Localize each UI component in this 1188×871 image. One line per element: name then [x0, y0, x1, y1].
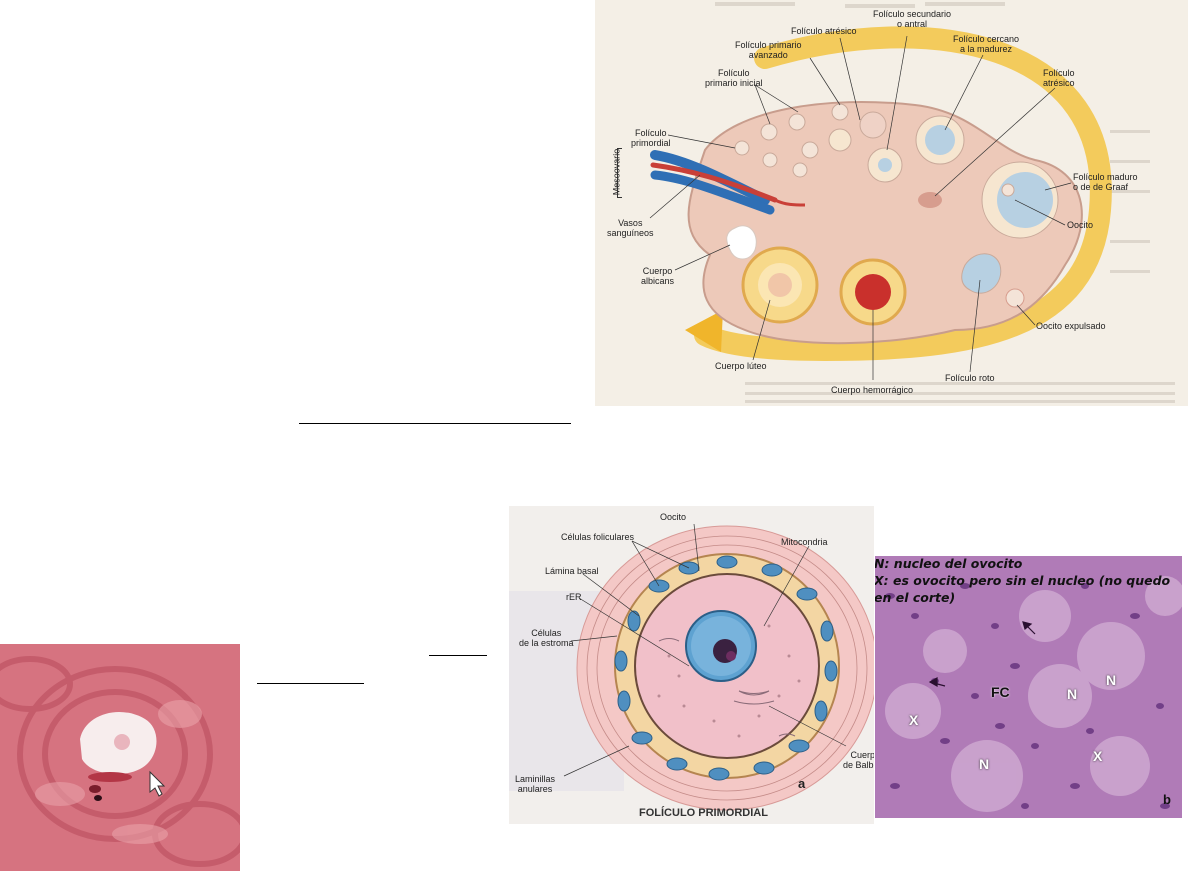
- label-foliculo-primario-avanzado: Folículo primario avanzado: [735, 40, 802, 60]
- ovary-illustration: [650, 2, 1175, 403]
- label-cuerpo-luteo: Cuerpo lúteo: [715, 361, 767, 371]
- label-foliculo-secundario: Folículo secundario o antral: [873, 9, 952, 29]
- fill-in-blank-line-short-2: [257, 683, 364, 684]
- ovary-leader-lines: [649, 35, 1072, 380]
- fill-in-blank-line: [299, 423, 571, 424]
- label-foliculo-cercano: Folículo cercano a la madurez: [953, 34, 1020, 54]
- primordial-caption: FOLÍCULO PRIMORDIAL: [639, 807, 768, 819]
- histology-micrograph: N: nucleo del ovocito X: es ovocito pero…: [875, 556, 1182, 818]
- label-foliculo-atresico-top: Folículo atrésico: [791, 26, 857, 36]
- marker-fc: FC: [991, 684, 1010, 700]
- marker-x-left: X: [909, 712, 919, 728]
- label-vasos-sanguineos: Vasos sanguíneos: [607, 218, 654, 238]
- label-oocito: Oocito: [1067, 220, 1094, 230]
- label-mitocondria: Mitocondria: [781, 537, 828, 547]
- label-oocito-expulsado: Oocito expulsado: [1036, 321, 1106, 331]
- fill-in-blank-line-short-1: [429, 655, 487, 656]
- mesoovario-bracket: [617, 148, 622, 198]
- ovary-cycle-diagram: Folículo atrésico Folículo secundario o …: [595, 0, 1188, 406]
- primordial-leader-lines: [563, 523, 847, 777]
- marker-n-center: N: [1067, 686, 1078, 702]
- label-cuerpo-balbiani: Cuerpo de Balbiani: [843, 750, 874, 770]
- marker-n-top-right: N: [1106, 672, 1117, 688]
- primordial-follicle-illustration: [509, 525, 874, 811]
- histology-note-line2: X: es ovocito pero sin el nucleo (no que…: [875, 573, 1171, 605]
- marker-n-bottom: N: [979, 756, 990, 772]
- label-cuerpo-albicans: Cuerpo albicans: [641, 266, 675, 286]
- primordial-follicle-diagram: Oocito Células foliculares Mitocondria L…: [509, 506, 874, 824]
- histology-texture: [875, 556, 1182, 818]
- label-oocito-primordial: Oocito: [660, 512, 687, 522]
- cropped-micrograph-texture: [0, 644, 240, 871]
- label-foliculo-roto: Folículo roto: [945, 373, 995, 383]
- label-foliculo-primordial: Folículo primordial: [631, 128, 671, 148]
- histology-note-line1: N: nucleo del ovocito: [875, 556, 1023, 571]
- label-lamina-basal: Lámina basal: [545, 566, 599, 576]
- label-foliculo-primario-inicial: Folículo primario inicial: [705, 68, 763, 88]
- label-laminillas-anulares: Laminillas anulares: [515, 774, 556, 794]
- label-celulas-foliculares: Células foliculares: [561, 532, 635, 542]
- label-foliculo-maduro: Folículo maduro o de de Graaf: [1073, 172, 1138, 192]
- panel-letter-b: b: [1163, 792, 1171, 807]
- label-cuerpo-hemorragico: Cuerpo hemorrágico: [831, 385, 914, 395]
- label-rer: rER: [566, 592, 582, 602]
- label-celulas-estroma: Células de la estroma: [519, 628, 574, 648]
- label-foliculo-atresico-right: Folículo atrésico: [1043, 68, 1075, 88]
- cropped-oocyte-micrograph: [0, 644, 240, 871]
- panel-letter-a: a: [798, 776, 806, 791]
- marker-x-right: X: [1093, 748, 1103, 764]
